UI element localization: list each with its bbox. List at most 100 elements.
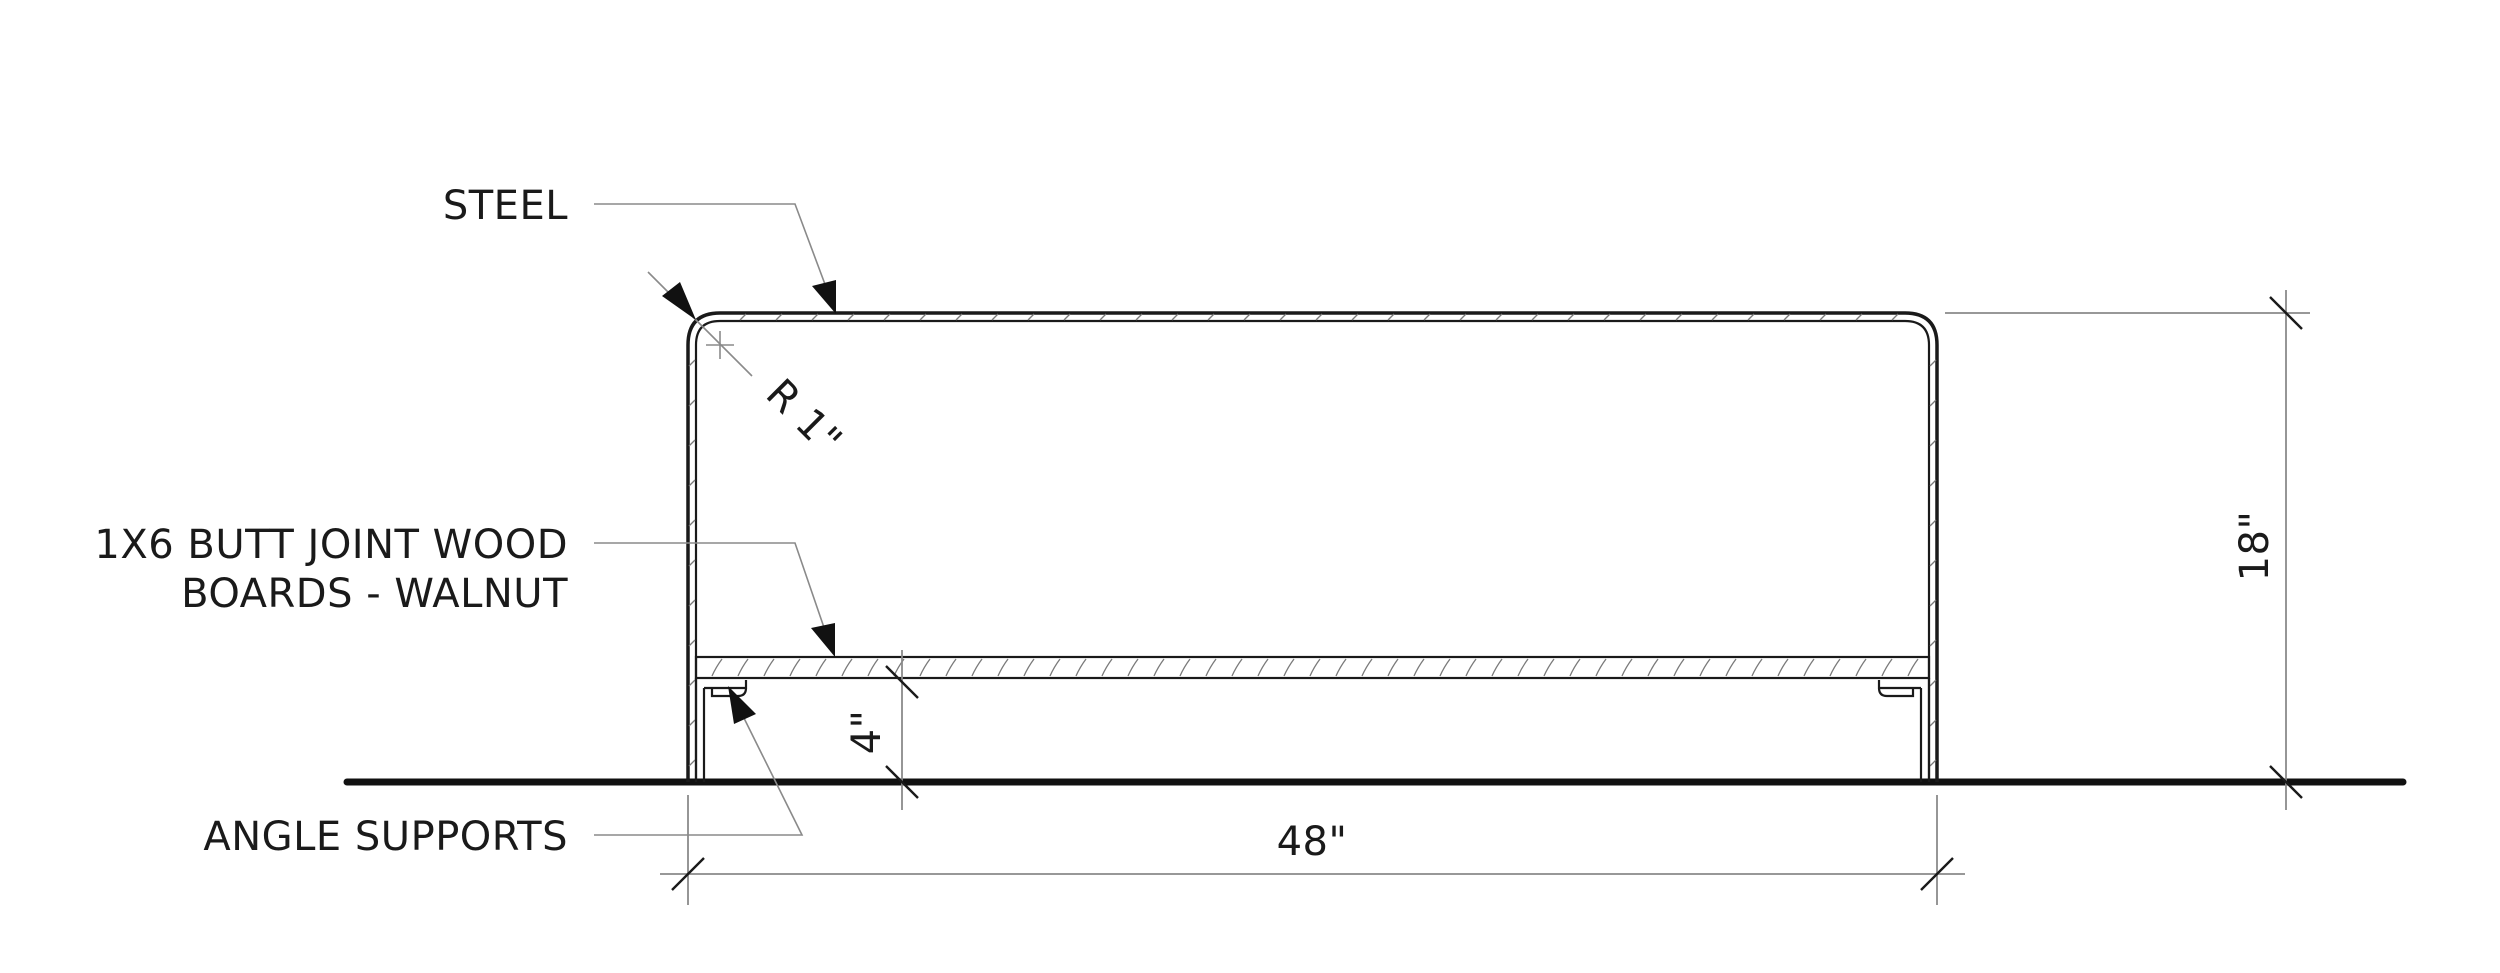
hatch-stroke [688, 599, 696, 607]
hatch-stroke [867, 658, 879, 677]
hatch-stroke [919, 658, 931, 677]
hatch-stroke [1881, 658, 1893, 677]
board-tick-bottom [885, 765, 919, 799]
hatch-stroke [847, 313, 855, 321]
radius-label: R 1" [757, 371, 851, 465]
hatch-stroke [1231, 658, 1243, 677]
hatch-stroke [1207, 313, 1215, 321]
wood-label-line1: 1X6 BUTT JOINT WOOD [94, 522, 568, 568]
hatch-stroke [1531, 313, 1539, 321]
hatch-stroke [1049, 658, 1061, 677]
hatch-stroke [971, 658, 983, 677]
hatch-stroke [688, 719, 696, 727]
hatch-stroke [883, 313, 891, 321]
hatch-stroke [945, 658, 957, 677]
height-tick-top [2269, 296, 2303, 330]
steel-frame-outer [686, 311, 1939, 782]
angle-supports-leader [594, 703, 804, 836]
hatch-stroke [1315, 313, 1323, 321]
hatch-stroke [763, 658, 775, 677]
hatch-stroke [1639, 313, 1647, 321]
hatch-stroke [1387, 313, 1395, 321]
hatch-stroke [1171, 313, 1179, 321]
hatch-stroke [1423, 313, 1431, 321]
hatch-stroke [1387, 658, 1399, 677]
inner-leg-left [694, 678, 706, 782]
hatch-stroke [1517, 658, 1529, 677]
height-tick-bottom [2269, 765, 2303, 799]
hatch-stroke [1929, 519, 1937, 527]
hatch-stroke [1751, 658, 1763, 677]
hatch-stroke [919, 313, 927, 321]
hatch-stroke [1777, 658, 1789, 677]
hatch-stroke [1929, 599, 1937, 607]
hatch-stroke [1929, 359, 1937, 367]
hatch-stroke [1309, 658, 1321, 677]
angle-support-left [704, 680, 748, 698]
hatch-stroke [1803, 658, 1815, 677]
hatch-stroke [1567, 313, 1575, 321]
hatch-stroke [841, 658, 853, 677]
hatch-stroke [1929, 559, 1937, 567]
hatch-stroke [1495, 313, 1503, 321]
hatch-stroke [1179, 658, 1191, 677]
hatch-stroke [775, 313, 783, 321]
hatch-stroke [1135, 313, 1143, 321]
hatch-stroke [688, 359, 696, 367]
steel-arrowhead [812, 280, 836, 314]
hatch-stroke [1929, 719, 1937, 727]
hatch-stroke [1543, 658, 1555, 677]
hatch-stroke [1413, 658, 1425, 677]
hatch-stroke [688, 559, 696, 567]
hatch-stroke [1907, 658, 1919, 677]
hatch-stroke [1855, 658, 1867, 677]
hatch-stroke [1675, 313, 1683, 321]
hatch-stroke [1023, 658, 1035, 677]
hatch-stroke [1603, 313, 1611, 321]
wood-label-line2: BOARDS - WALNUT [181, 571, 568, 617]
hatch-stroke [1819, 313, 1827, 321]
hatch-stroke [1335, 658, 1347, 677]
hatch-stroke [1595, 658, 1607, 677]
hatch-stroke [1361, 658, 1373, 677]
hatch-stroke [1465, 658, 1477, 677]
hatch-stroke [1621, 658, 1633, 677]
steel-frame-inner [694, 319, 1931, 782]
hatch-stroke [688, 759, 696, 767]
hatch-stroke [1783, 313, 1791, 321]
hatch-stroke [688, 639, 696, 647]
hatch-stroke [1283, 658, 1295, 677]
width-label: 48" [1277, 819, 1348, 865]
hatch-stroke [991, 313, 999, 321]
angle-support-right [1877, 680, 1921, 698]
inner-leg-right [1919, 678, 1931, 782]
board-height-label: 4" [844, 710, 890, 755]
hatch-stroke [1855, 313, 1863, 321]
hatch-stroke [688, 519, 696, 527]
hatch-stroke [688, 439, 696, 447]
hatch-stroke [1673, 658, 1685, 677]
wood-hatching [711, 658, 1919, 677]
hatch-stroke [1279, 313, 1287, 321]
hatch-stroke [955, 313, 963, 321]
hatch-stroke [1153, 658, 1165, 677]
hatch-stroke [1459, 313, 1467, 321]
hatch-stroke [688, 399, 696, 407]
hatch-stroke [1929, 479, 1937, 487]
hatch-stroke [997, 658, 1009, 677]
hatch-stroke [1257, 658, 1269, 677]
width-tick-right [1920, 857, 1954, 891]
hatch-stroke [1929, 759, 1937, 767]
hatch-stroke [1243, 313, 1251, 321]
angle-supports-label: ANGLE SUPPORTS [203, 814, 568, 860]
hatch-stroke [1699, 658, 1711, 677]
hatch-stroke [1351, 313, 1359, 321]
radius-arrowhead [662, 282, 696, 320]
width-tick-left [671, 857, 705, 891]
hatch-stroke [1725, 658, 1737, 677]
hatch-stroke [711, 658, 723, 677]
hatch-stroke [688, 679, 696, 687]
hatch-stroke [1127, 658, 1139, 677]
hatch-stroke [815, 658, 827, 677]
